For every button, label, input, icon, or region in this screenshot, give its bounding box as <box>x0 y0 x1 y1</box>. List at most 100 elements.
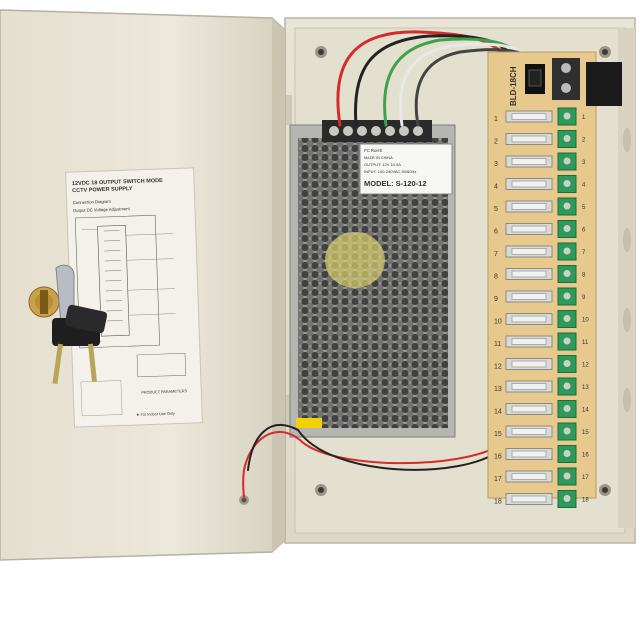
terminal-screw-icon <box>563 337 571 345</box>
fuse-glass <box>511 248 547 255</box>
channel-number: 11 <box>494 341 501 348</box>
switching-power-supply: FC RoHS MADE IN CHINA OUTPUT: 12V 10.0A … <box>289 120 456 438</box>
channel-number-right: 14 <box>582 408 589 414</box>
channel-number: 2 <box>494 139 498 146</box>
channel-number-right: 16 <box>582 453 589 459</box>
fuse-glass <box>511 203 547 210</box>
terminal-screw-icon <box>563 315 571 322</box>
fuse-glass <box>511 315 547 323</box>
channel-number: 1 <box>494 116 498 123</box>
fuse-glass <box>511 495 547 503</box>
fuse-glass <box>511 225 547 233</box>
channel-number-right: 9 <box>582 295 586 301</box>
fuse-glass <box>511 180 547 188</box>
psu-input: INPUT: 100-240VAC 50/60Hz <box>364 169 416 174</box>
terminal-screw-icon <box>563 360 571 367</box>
psu-certs: FC RoHS <box>364 148 383 153</box>
fuse-glass <box>511 360 547 368</box>
enclosure-door[interactable]: 12VDC 18 OUTPUT SWITCH MODE CCTV POWER S… <box>0 9 286 561</box>
channel-number: 8 <box>494 274 498 281</box>
fuse-glass <box>511 473 547 480</box>
key-icon[interactable] <box>52 304 108 385</box>
channel-number-right: 8 <box>582 273 586 279</box>
channel-10: 10 10 <box>494 310 589 328</box>
channel-number: 5 <box>494 206 498 213</box>
fuse-glass <box>511 428 547 435</box>
channel-number: 6 <box>494 229 498 236</box>
mount-hole-icon <box>315 46 611 496</box>
channel-number-right: 12 <box>582 363 589 369</box>
terminal-screw-icon <box>563 157 571 165</box>
sticker-subtitle: CCTV POWER SUPPLY <box>72 186 133 194</box>
terminal-screw-icon <box>563 382 571 390</box>
terminal-screw-icon <box>563 292 571 300</box>
channel-number: 7 <box>494 251 498 258</box>
fuse-glass <box>511 450 547 458</box>
fuse-glass <box>511 293 547 300</box>
channel-number: 15 <box>494 431 502 438</box>
wiring <box>242 30 538 499</box>
channel-number: 16 <box>494 454 502 461</box>
sticker-params: PRODUCT PARAMETERS <box>141 389 187 395</box>
channel-number-right: 10 <box>582 318 589 324</box>
terminal-screw-icon <box>563 427 571 435</box>
psu-spec-label: FC RoHS MADE IN CHINA OUTPUT: 12V 10.0A … <box>359 143 453 195</box>
power-switch[interactable] <box>525 64 545 94</box>
channel-number-right: 15 <box>582 430 589 436</box>
terminal-screw-icon <box>563 112 571 120</box>
channel-number: 17 <box>494 476 502 483</box>
terminal-screw-icon <box>563 180 571 187</box>
channel-number-right: 2 <box>582 138 586 144</box>
channel-number: 4 <box>494 184 498 191</box>
terminal-screw-icon <box>563 225 571 232</box>
terminal-screw-icon <box>563 450 571 457</box>
fuse-glass <box>511 158 547 165</box>
terminal-screw-icon <box>563 270 571 277</box>
channel-14: 14 14 <box>494 400 589 418</box>
channel-number: 18 <box>494 499 502 506</box>
fuse-glass <box>511 338 547 345</box>
terminal-screw-icon <box>563 405 571 412</box>
fuse-glass <box>511 270 547 278</box>
channel-number: 3 <box>494 161 498 168</box>
channel-number-right: 5 <box>582 205 586 211</box>
channel-number-right: 18 <box>582 498 589 504</box>
fuse-glass <box>511 383 547 390</box>
sticker-diagram-sub: Output DC Voltage Adjustment <box>73 206 131 213</box>
channel-11: 11 11 <box>494 332 589 351</box>
channel-number-right: 3 <box>582 160 586 166</box>
channel-number-right: 6 <box>582 228 586 234</box>
door-sticker: 12VDC 18 OUTPUT SWITCH MODE CCTV POWER S… <box>65 167 203 428</box>
channel-number-right: 1 <box>582 115 586 121</box>
psu-output: OUTPUT: 12V 10.0A <box>364 162 401 167</box>
terminal-screw-icon <box>563 472 571 480</box>
channel-number-right: 13 <box>582 385 589 391</box>
psu-origin: MADE IN CHINA <box>364 156 393 160</box>
terminal-screw-icon <box>563 495 571 502</box>
channel-number: 9 <box>494 296 498 303</box>
channel-12: 12 12 <box>494 355 589 373</box>
psu-model: MODEL: S-120-12 <box>364 179 427 188</box>
channel-number-right: 4 <box>582 183 586 189</box>
channel-number-right: 11 <box>582 340 589 346</box>
fuse-glass <box>511 135 547 143</box>
channel-number: 14 <box>494 409 502 416</box>
channel-number: 12 <box>494 364 502 371</box>
fuse-glass <box>511 113 547 120</box>
terminal-screw-icon <box>563 202 571 210</box>
sticker-title: 12VDC 18 OUTPUT SWITCH MODE <box>72 178 163 187</box>
channel-number: 10 <box>494 319 502 326</box>
